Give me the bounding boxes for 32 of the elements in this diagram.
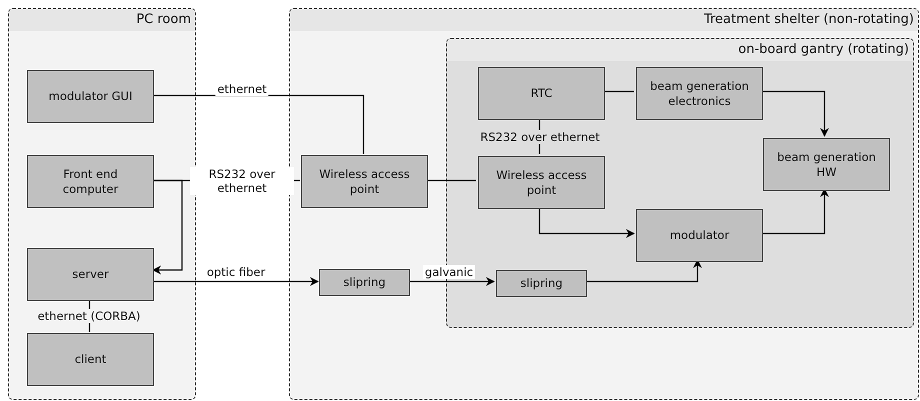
- edge-label: optic fiber: [204, 265, 268, 279]
- group-title: PC room: [9, 9, 195, 31]
- group-container: [289, 8, 919, 400]
- arrow: [761, 188, 829, 234]
- arrow: [761, 90, 829, 137]
- edge-label: galvanic: [422, 265, 476, 279]
- component-box: Wireless access point: [478, 156, 605, 209]
- edge-label: ethernet: [215, 82, 269, 96]
- arrow: [152, 180, 183, 274]
- connector-line: [427, 180, 476, 182]
- component-box: beam generation HW: [763, 138, 890, 191]
- group-title: Treatment shelter (non-rotating): [290, 9, 918, 31]
- group-title: on-board gantry (rotating): [447, 39, 913, 61]
- arrow: [409, 277, 495, 286]
- component-box: client: [27, 333, 154, 386]
- component-box: beam generation electronics: [636, 67, 763, 120]
- component-box: server: [27, 248, 154, 301]
- arrow: [538, 207, 635, 238]
- group-container: [8, 8, 196, 400]
- component-box: modulator: [636, 209, 763, 262]
- component-box: slipring: [496, 270, 587, 297]
- component-box: Front end computer: [27, 155, 154, 208]
- component-box: modulator GUI: [27, 70, 154, 123]
- edge-label: RS232 over ethernet: [478, 130, 602, 144]
- edge-label: RS232 over ethernet: [190, 167, 294, 195]
- arrow: [153, 277, 319, 286]
- component-box: RTC: [478, 67, 605, 120]
- arrow: [585, 259, 702, 282]
- edge-label: ethernet (CORBA): [36, 309, 142, 323]
- component-box: Wireless access point: [301, 155, 428, 208]
- component-box: slipring: [319, 269, 410, 296]
- connector-line: [603, 90, 634, 92]
